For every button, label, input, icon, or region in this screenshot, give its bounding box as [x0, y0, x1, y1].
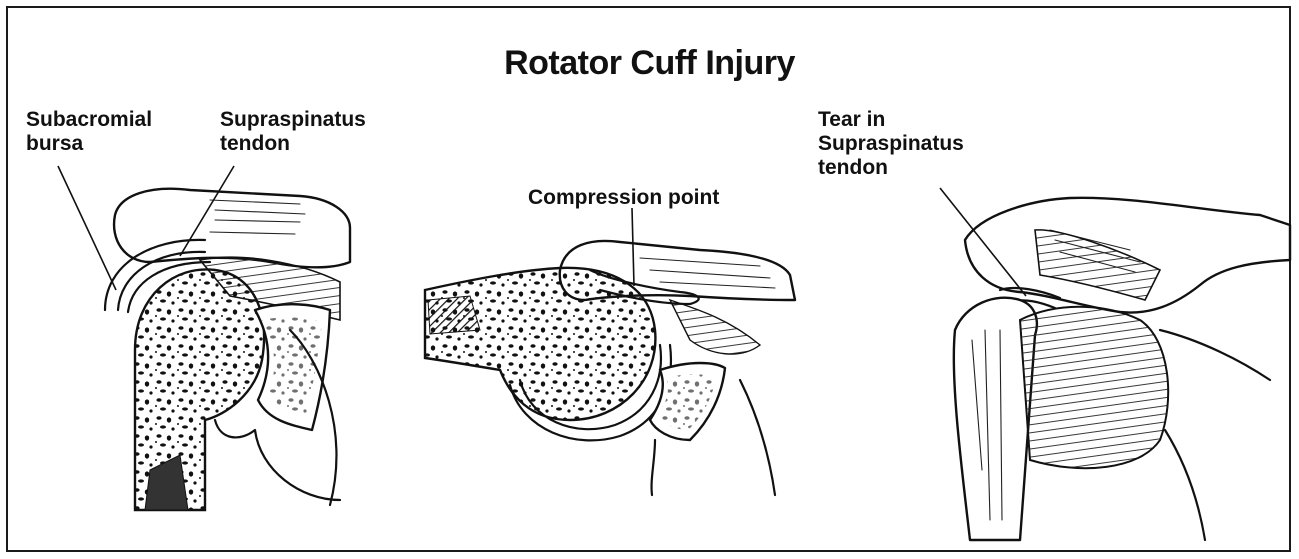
figure-title: Rotator Cuff Injury: [0, 44, 1299, 83]
left-shoulder-illustration: [105, 189, 350, 510]
right-shoulder-illustration: [954, 198, 1290, 540]
label-tear-in-supraspinatus-tendon: Tear in Supraspinatus tendon: [818, 108, 964, 180]
middle-shoulder-illustration: [425, 241, 795, 495]
label-supraspinatus-tendon: Supraspinatus tendon: [220, 108, 366, 156]
label-compression-point: Compression point: [528, 186, 719, 210]
label-subacromial-bursa: Subacromial bursa: [26, 108, 152, 156]
